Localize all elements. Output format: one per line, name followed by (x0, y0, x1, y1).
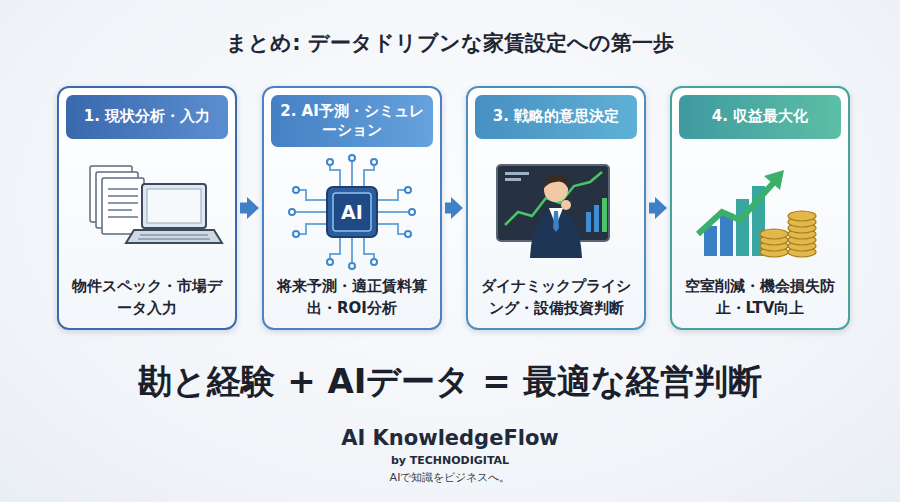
ai-chip-icon-part (327, 187, 377, 237)
analyst-icon-part (530, 207, 582, 258)
ai-chip-icon-part-part (327, 159, 333, 165)
analyst-icon-part (602, 198, 607, 232)
analyst-icon-part (544, 178, 568, 202)
ai-chip-icon-part-part (405, 231, 411, 237)
laptop-icon (126, 184, 222, 243)
analyst-icon-part (549, 208, 563, 226)
growth-icon (698, 170, 816, 257)
analyst-icon-part (497, 165, 609, 241)
step-heading: 3. 戦略的意思決定 (475, 95, 637, 139)
ai-chip-icon-part-part (349, 263, 355, 269)
laptop-icon-part (138, 238, 210, 240)
growth-icon-part-part (760, 241, 788, 251)
diagram-title: まとめ: データドリブンな家賃設定への第一歩 (0, 24, 900, 62)
ai-chip-icon-part (292, 158, 412, 266)
laptop-icon-part (126, 230, 222, 243)
ai-chip-icon-part (289, 155, 415, 269)
ai-chip-icon-part-part (364, 237, 374, 262)
ai-chip-icon-part-part (364, 162, 374, 187)
growth-icon-part-part (788, 223, 816, 233)
ai-chip-icon-part-part (293, 187, 299, 193)
step-heading: 1. 現状分析・入力 (66, 95, 228, 139)
flow-arrow (649, 203, 655, 214)
brand-tagline: AIで知識をビジネスへ。 (0, 468, 900, 486)
analyst-icon-part (544, 175, 568, 188)
growth-icon-part-part (788, 241, 816, 251)
chip-label: AI (333, 193, 371, 231)
ai-chip-icon-part-part (292, 211, 327, 213)
growth-icon-part-part (760, 229, 788, 239)
growth-icon-part (720, 213, 733, 256)
ai-chip-icon-part-part (371, 259, 377, 265)
ai-chip-icon-part-part (296, 224, 327, 234)
ai-chip-icon-part-part (409, 209, 415, 215)
growth-icon-part (698, 180, 776, 234)
growth-icon-part-part (788, 211, 816, 221)
laptop-icon-part (140, 234, 208, 236)
ai-chip-icon-part-part (330, 162, 340, 187)
ai-chip-icon-part-part (293, 231, 299, 237)
ai-chip-icon-part-part (377, 211, 412, 213)
documents-icon-part (108, 216, 138, 218)
growth-icon-part-part (788, 217, 816, 227)
documents-icon-part (108, 209, 132, 211)
ai-chip-icon-part-part (289, 209, 295, 215)
analyst-icon-part (505, 178, 521, 181)
growth-icon-part-part (760, 247, 788, 257)
ai-chip-icon-part-part (330, 237, 340, 262)
ai-chip-icon-part-part (296, 190, 327, 200)
process-box: 4. 収益最大化空室削減・機会損失防止・LTV向上 (670, 86, 850, 330)
analyst-icon-part (505, 172, 529, 175)
growth-icon-part (736, 199, 749, 256)
brand-name: AI KnowledgeFlow (0, 424, 900, 452)
analyst-icon (497, 165, 609, 258)
analyst-icon-part (594, 205, 599, 232)
ai-chip-icon-part-part (377, 190, 408, 200)
flow-arrow (240, 203, 247, 214)
brand-byline: by TECHNODIGITAL (0, 452, 900, 468)
ai-chip-icon-part-part (377, 224, 408, 234)
ai-chip-icon-part-part (351, 158, 353, 187)
laptop-icon-part (142, 184, 206, 228)
documents-icon-part (108, 195, 138, 197)
growth-icon-part (760, 211, 816, 257)
growth-icon-part (704, 226, 717, 256)
ai-chip-icon-part-part (351, 237, 353, 266)
growth-icon-part-part (788, 247, 816, 257)
ai-chip-icon-part-part (349, 155, 355, 161)
growth-icon-part-part (788, 235, 816, 245)
analyst-icon-part (561, 200, 571, 210)
analyst-icon-part (553, 211, 559, 232)
step-description: ダイナミックプライシング・設備投資判断 (478, 272, 634, 324)
documents-icon-part (108, 188, 138, 190)
laptop-icon-part (147, 189, 201, 223)
analyst-icon-part (505, 172, 602, 225)
growth-icon-part (752, 186, 765, 256)
growth-icon-part-part (788, 229, 816, 239)
documents-icon-part (108, 202, 138, 204)
growth-icon-part (764, 170, 784, 190)
step-heading: 2. AI予測・シミュレーション (271, 95, 433, 147)
flow-arrow (445, 203, 451, 214)
step-description: 空室削減・機会損失防止・LTV向上 (682, 272, 838, 324)
documents-icon-part (96, 172, 138, 228)
ai-chip-icon (289, 155, 415, 269)
slogan: 勘と経験 + AIデータ = 最適な経営判断 (0, 356, 900, 408)
growth-icon-part-part (760, 235, 788, 245)
process-box: 3. 戦略的意思決定ダイナミックプライシング・設備投資判断 (466, 86, 646, 330)
documents-icon (90, 166, 144, 234)
ai-chip-icon-part-part (405, 187, 411, 193)
step-description: 物件スペック・市場データ入力 (69, 272, 225, 324)
documents-icon-part (90, 166, 132, 222)
ai-chip-icon-part (333, 193, 371, 231)
process-box: 1. 現状分析・入力物件スペック・市場データ入力 (57, 86, 237, 330)
analyst-icon-part (548, 241, 558, 249)
ai-chip-icon-part-part (327, 259, 333, 265)
step-description: 将来予測・適正賃料算出・ROI分析 (274, 272, 430, 324)
analyst-icon-part (586, 212, 591, 232)
documents-icon-part (102, 178, 144, 234)
step-heading: 4. 収益最大化 (679, 95, 841, 139)
ai-chip-icon-part-part (371, 159, 377, 165)
